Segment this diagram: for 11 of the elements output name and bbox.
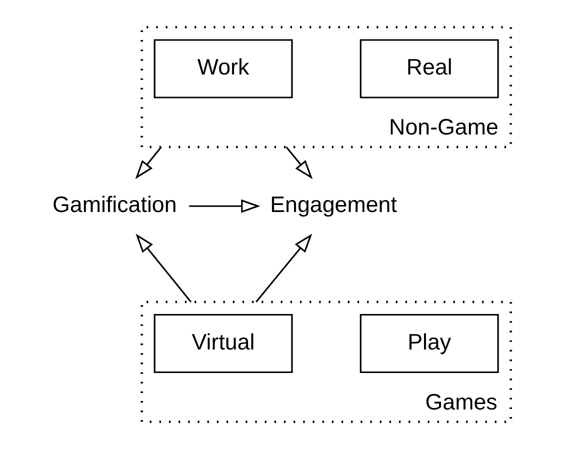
arrow	[285, 146, 312, 180]
arrow	[188, 199, 260, 213]
arrow	[134, 146, 162, 180]
node-box: Real	[359, 39, 498, 98]
node-box: Work	[153, 39, 292, 98]
arrow	[254, 234, 312, 302]
node-box: Virtual	[153, 314, 292, 374]
node-box: Play	[359, 314, 498, 374]
node-text: Gamification	[52, 192, 176, 218]
arrow	[135, 234, 192, 302]
node-text: Engagement	[270, 192, 396, 218]
